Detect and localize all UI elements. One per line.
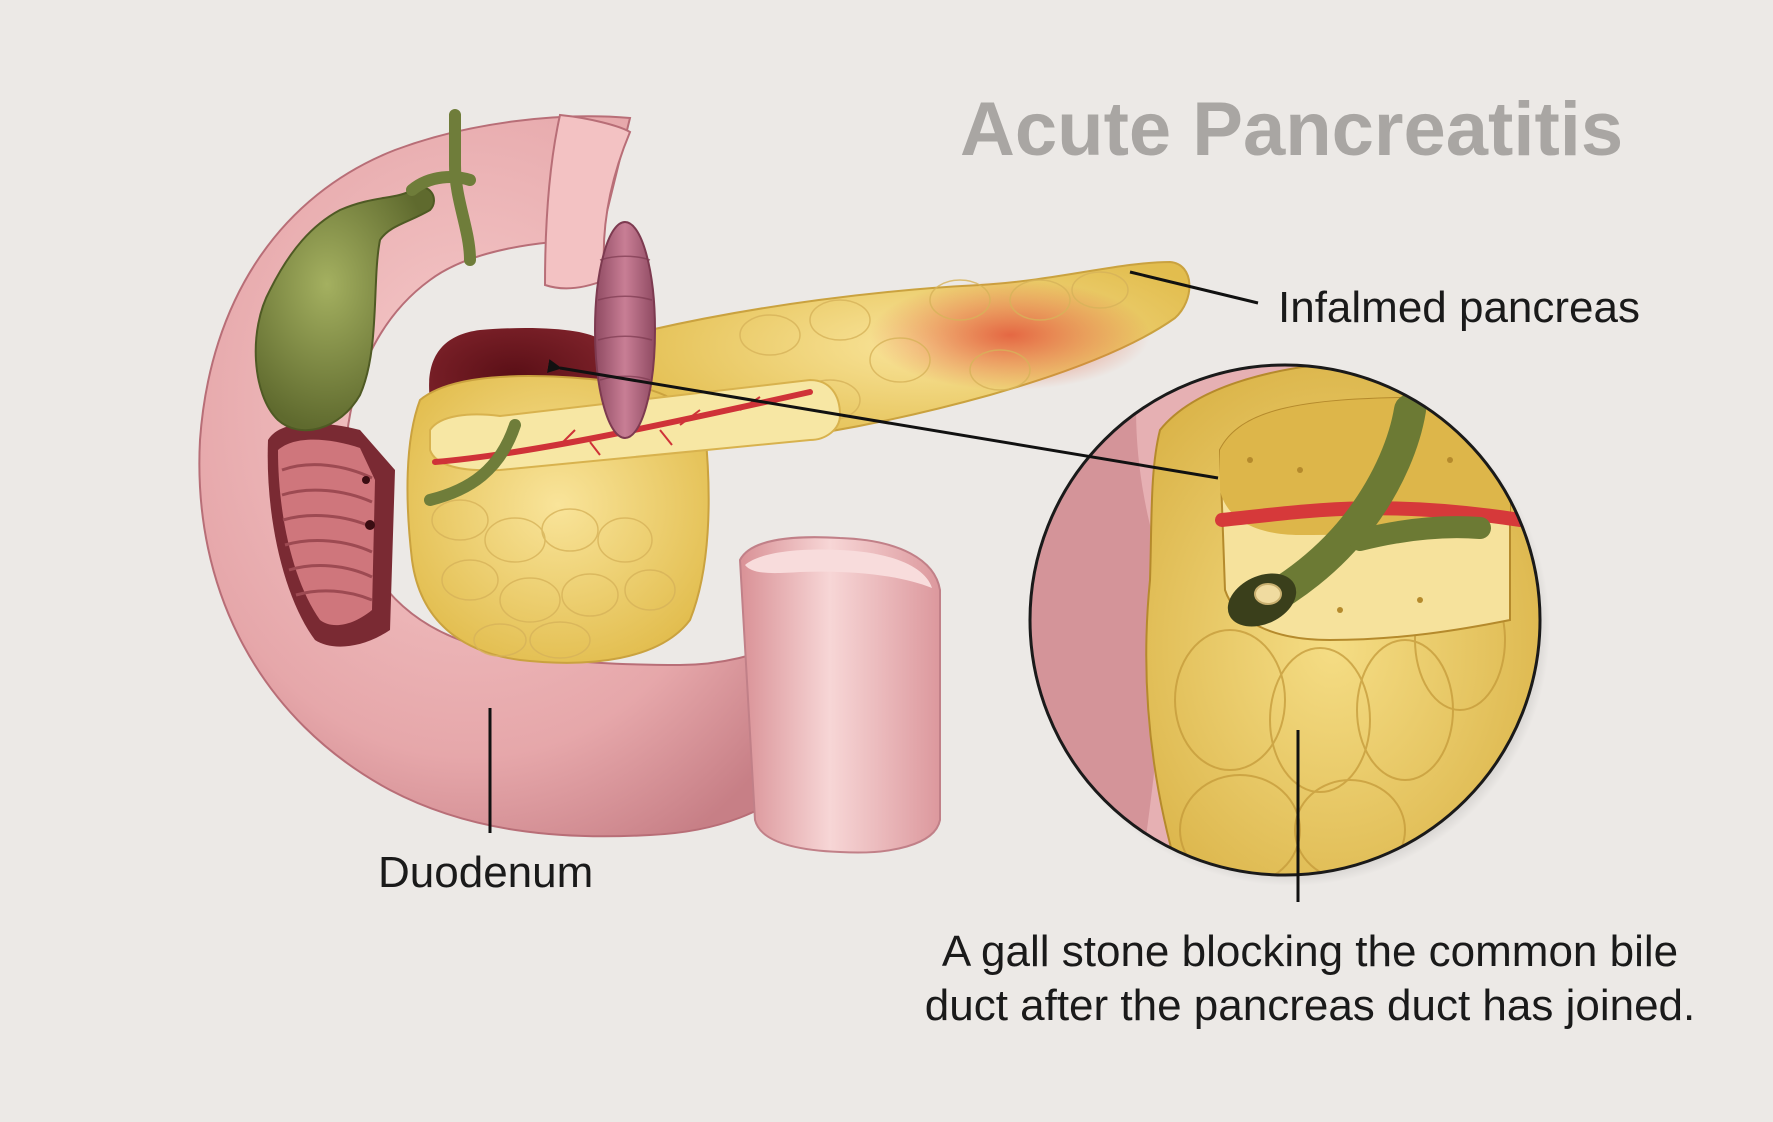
pancreas-label: Infalmed pancreas [1278,283,1640,332]
gall-stone [1254,583,1282,605]
magnify-arrow [547,359,1219,480]
gall-stone-label: A gall stone blocking the common bile du… [870,925,1750,1033]
magnified-view [1028,363,1550,886]
duodenum-folds [267,423,395,647]
splenic-vessel [594,221,656,439]
gall-stone-label-line-2: duct after the pancreas duct has joined. [924,981,1696,1030]
pancreas [406,260,1191,664]
inflamed-area [870,280,1150,390]
duodenum-label: Duodenum [378,848,594,897]
page-title: Acute Pancreatitis [960,87,1624,172]
gall-stone-label-line-1: A gall stone blocking the common bile [941,927,1679,976]
pancreas-leader-line [1129,270,1259,305]
common-bile-duct [424,419,521,506]
duodenum-end [738,536,941,854]
gallbladder [254,109,476,432]
